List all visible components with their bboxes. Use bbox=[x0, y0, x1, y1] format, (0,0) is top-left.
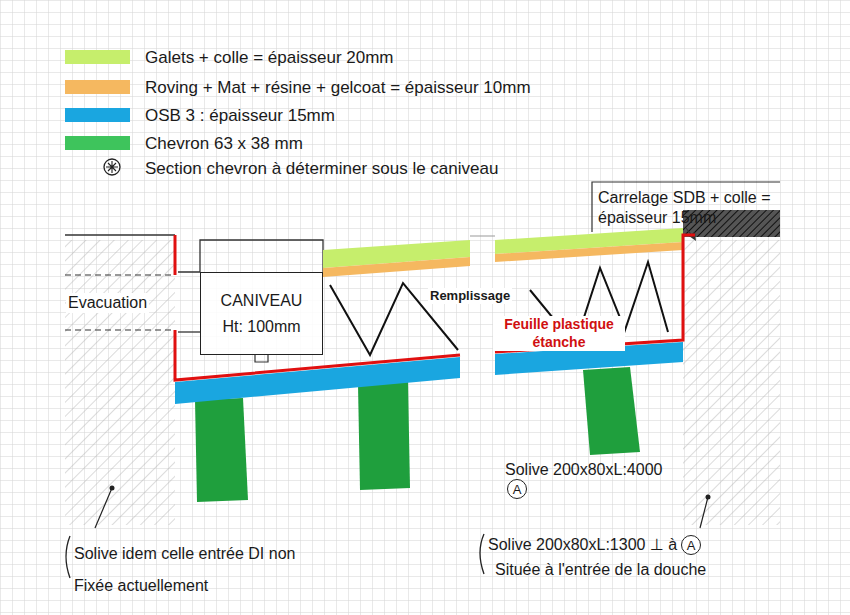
legend-swatch bbox=[65, 80, 130, 94]
chevron-beam bbox=[195, 398, 248, 502]
chevron-beam bbox=[583, 367, 640, 455]
chevron-beam bbox=[358, 382, 410, 490]
legend-swatch bbox=[65, 108, 130, 122]
wall-hatch bbox=[683, 240, 780, 525]
floor-line bbox=[470, 236, 495, 237]
caniveau-outline bbox=[178, 240, 323, 272]
wall-hatch bbox=[65, 240, 175, 525]
leader-line bbox=[95, 488, 112, 528]
annotation-label: Solive idem celle entrée DI non Fixée ac… bbox=[74, 538, 314, 602]
drain-pipe bbox=[255, 355, 268, 362]
annotation-label: Solive 200x80xL:1300 ⊥ à bbox=[488, 535, 677, 555]
legend-text: Galets + colle = épaisseur 20mm bbox=[145, 47, 394, 68]
annotation-label: Feuille plastique étanche bbox=[493, 316, 625, 351]
legend-text: Roving + Mat + résine + gelcoat = épaiss… bbox=[145, 77, 531, 98]
node-text: A bbox=[513, 483, 522, 496]
waterproof-sheet bbox=[174, 235, 177, 275]
legend-text: Chevron 63 x 38 mm bbox=[145, 133, 303, 154]
floor-line bbox=[65, 234, 175, 236]
leader-line bbox=[700, 497, 708, 528]
annotation-label: Carrelage SDB + colle = épaisseur 15mm bbox=[598, 188, 776, 228]
annotation-label: Remplissage bbox=[428, 288, 512, 304]
annotation-label: Située à l'entrée de la douche bbox=[495, 560, 706, 580]
legend-text: Section chevron à déterminer sous le can… bbox=[145, 158, 498, 179]
note-bracket bbox=[592, 182, 780, 232]
roving-layer bbox=[495, 242, 683, 262]
annotation-label: Solive 200x80xL:4000 bbox=[505, 460, 662, 480]
note-bracket bbox=[480, 534, 484, 574]
note-bracket bbox=[66, 536, 70, 578]
callout-circle: A bbox=[681, 535, 701, 555]
caniveau-outline bbox=[178, 331, 200, 332]
node-text: CANIVEAU Ht: 100mm bbox=[214, 288, 310, 339]
roving-layer bbox=[323, 257, 470, 277]
legend-swatch bbox=[65, 50, 130, 64]
legend-swatch bbox=[65, 136, 130, 150]
section-symbol bbox=[104, 159, 120, 175]
annotation-label: Evacuation bbox=[66, 293, 149, 313]
evacuation-line bbox=[65, 274, 175, 275]
osb-layer bbox=[175, 357, 460, 404]
legend-text: OSB 3 : épaisseur 15mm bbox=[145, 105, 335, 126]
section-symbol bbox=[104, 159, 120, 175]
callout-circle: A bbox=[507, 479, 527, 499]
caniveau-box: CANIVEAU Ht: 100mm bbox=[200, 272, 323, 355]
evacuation-line bbox=[65, 329, 175, 330]
node-text: A bbox=[687, 539, 696, 552]
section-symbol bbox=[106, 161, 118, 173]
